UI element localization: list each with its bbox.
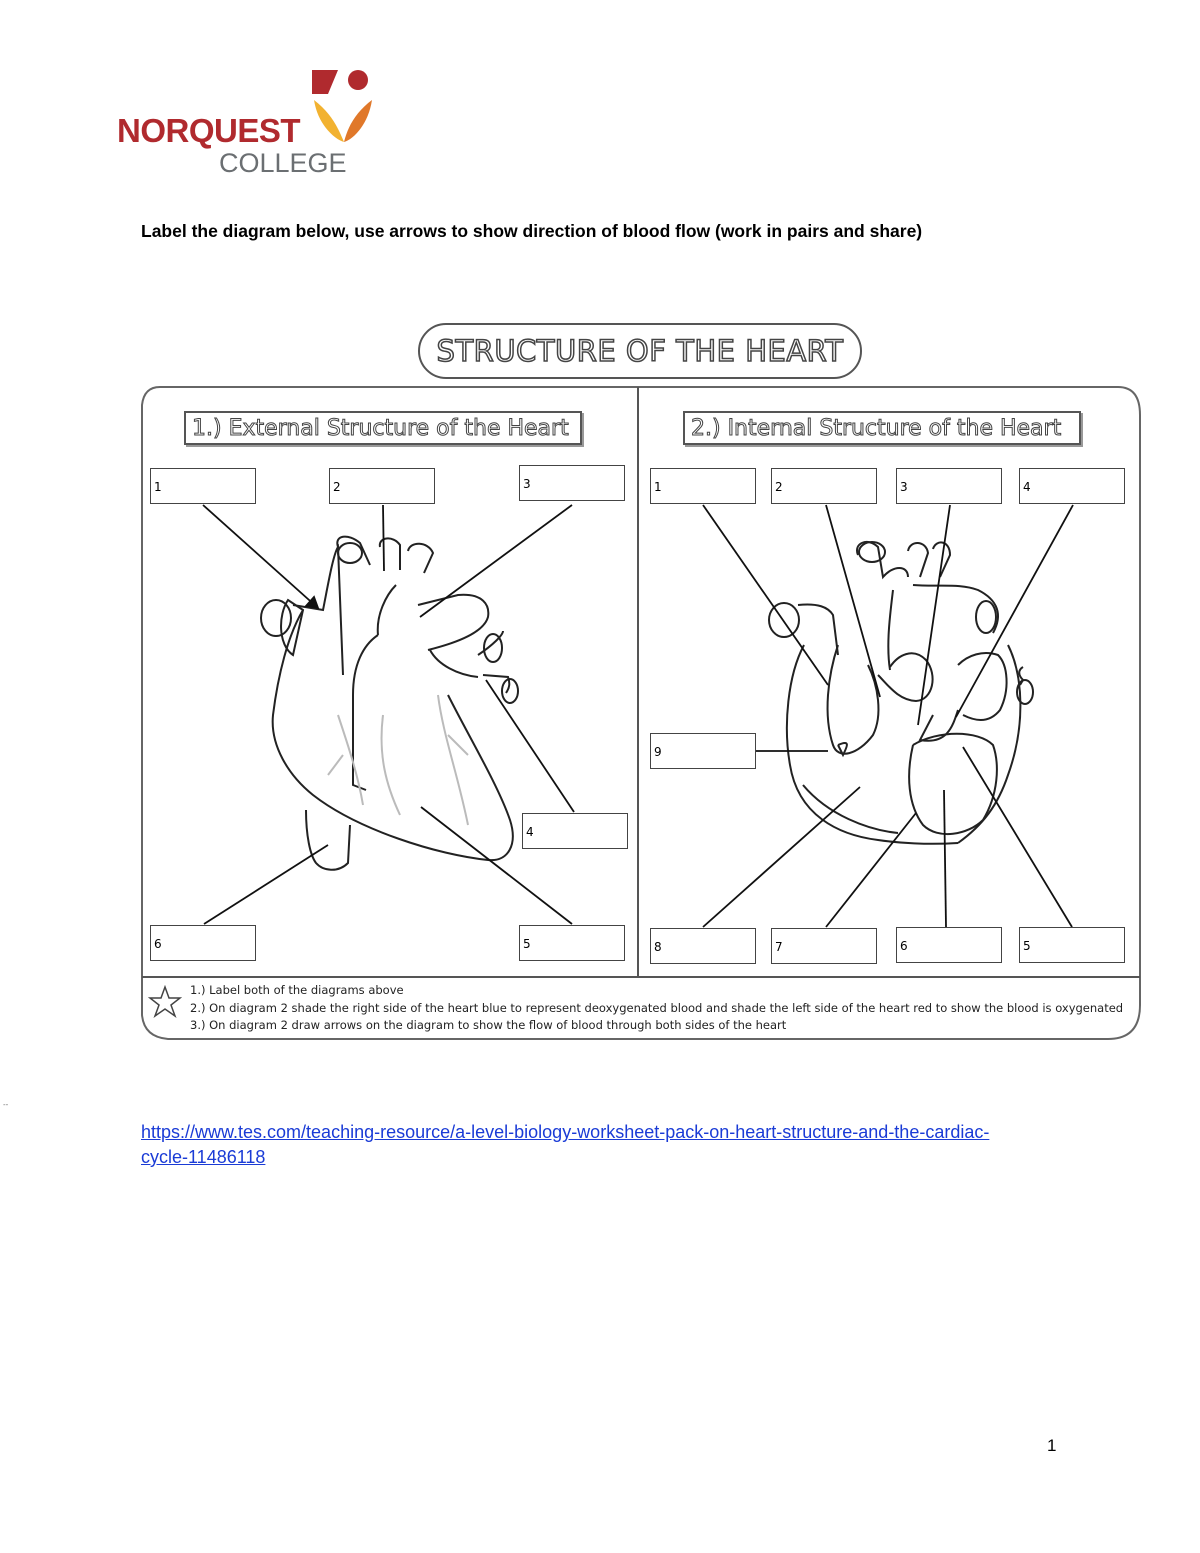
logo-subtitle: COLLEGE (219, 148, 347, 179)
int-label-box-2[interactable]: 2 (771, 468, 877, 504)
int-label-box-7[interactable]: 7 (771, 928, 877, 964)
ext-label-number: 2 (333, 480, 341, 494)
int-label-number: 2 (775, 480, 783, 494)
norquest-logo: NORQUEST COLLEGE (112, 68, 382, 183)
external-pointer-lines (203, 505, 574, 924)
int-label-number: 3 (900, 480, 908, 494)
ext-label-box-5[interactable]: 5 (519, 925, 625, 961)
coronary-vessels (328, 695, 468, 825)
ext-label-box-1[interactable]: 1 (150, 468, 256, 504)
panel1-title: 1.) External Structure of the Heart (184, 411, 582, 445)
task-line-2: 2.) On diagram 2 shade the right side of… (190, 1001, 1123, 1015)
int-label-box-3[interactable]: 3 (896, 468, 1002, 504)
page-number: 1 (1047, 1436, 1056, 1456)
stray-mark: -- (3, 1100, 8, 1109)
int-label-number: 8 (654, 940, 662, 954)
int-label-number: 6 (900, 939, 908, 953)
ext-label-box-2[interactable]: 2 (329, 468, 435, 504)
star-icon (148, 985, 182, 1019)
task-line-1: 1.) Label both of the diagrams above (190, 983, 404, 997)
int-label-box-9[interactable]: 9 (650, 733, 756, 769)
worksheet-title: STRUCTURE OF THE HEART (418, 323, 862, 379)
ext-label-number: 4 (526, 825, 534, 839)
logo-mark-icon (308, 68, 378, 144)
panel2-title: 2.) Internal Structure of the Heart (683, 411, 1081, 445)
int-label-box-8[interactable]: 8 (650, 928, 756, 964)
int-label-number: 1 (654, 480, 662, 494)
ext-label-number: 1 (154, 480, 162, 494)
source-link-line-1[interactable]: https://www.tes.com/teaching-resource/a-… (141, 1120, 1111, 1145)
internal-pointer-lines (703, 505, 1073, 927)
task-line-3: 3.) On diagram 2 draw arrows on the diag… (190, 1018, 786, 1032)
ext-label-box-6[interactable]: 6 (150, 925, 256, 961)
int-label-box-1[interactable]: 1 (650, 468, 756, 504)
ext-label-box-3[interactable]: 3 (519, 465, 625, 501)
int-label-number: 4 (1023, 480, 1031, 494)
int-label-number: 9 (654, 745, 662, 759)
ext-label-number: 5 (523, 937, 531, 951)
heart-worksheet: STRUCTURE OF THE HEART 1.) External Stru… (138, 315, 1146, 1045)
source-link[interactable]: https://www.tes.com/teaching-resource/a-… (141, 1120, 1111, 1170)
int-label-box-6[interactable]: 6 (896, 927, 1002, 963)
external-heart-drawing (261, 537, 518, 870)
int-label-number: 7 (775, 940, 783, 954)
ext-label-number: 3 (523, 477, 531, 491)
instruction-text: Label the diagram below, use arrows to s… (141, 221, 922, 242)
int-label-box-5[interactable]: 5 (1019, 927, 1125, 963)
int-label-number: 5 (1023, 939, 1031, 953)
int-label-box-4[interactable]: 4 (1019, 468, 1125, 504)
ext-label-number: 6 (154, 937, 162, 951)
source-link-line-2[interactable]: cycle-11486118 (141, 1145, 1111, 1170)
ext-label-box-4[interactable]: 4 (522, 813, 628, 849)
logo-name: NORQUEST (117, 112, 300, 150)
